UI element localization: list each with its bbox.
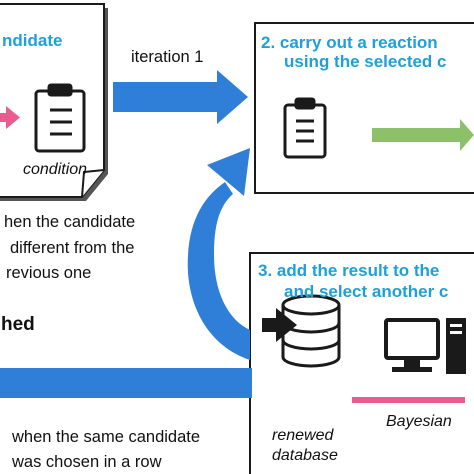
pink-arrow-icon xyxy=(0,106,20,129)
green-arrow xyxy=(372,119,474,151)
database-icon xyxy=(281,294,341,368)
bayesian-caption: Bayesian xyxy=(386,413,452,430)
step3-title-line1: 3. add the result to the xyxy=(258,261,440,280)
database-caption-line1: renewed xyxy=(272,427,334,444)
step3-box xyxy=(249,252,474,474)
input-arrow-icon xyxy=(262,308,297,342)
different-candidate-line2: different from the xyxy=(10,239,135,257)
loop-arrow xyxy=(187,148,250,360)
step3-title-line2: and select another c xyxy=(284,282,449,301)
step2-box xyxy=(254,22,474,194)
step1-box xyxy=(0,3,108,201)
step1-doc-caption: condition xyxy=(23,161,88,178)
database-caption-line2: database xyxy=(272,447,338,464)
same-candidate-line1: when the same candidate xyxy=(12,428,201,446)
pink-connector xyxy=(352,397,465,403)
step2-title-line2: using the selected c xyxy=(284,52,447,71)
different-candidate-line3: revious one xyxy=(6,264,92,282)
iteration-label: iteration 1 xyxy=(131,48,204,66)
same-candidate-arrow xyxy=(0,368,252,398)
clipboard-icon xyxy=(34,83,86,153)
step2-title-line1: 2. carry out a reaction xyxy=(261,33,438,52)
step1-title: ndidate xyxy=(2,31,63,50)
finished-label: hed xyxy=(1,314,35,335)
computer-icon xyxy=(384,318,466,374)
iteration-arrow xyxy=(113,70,248,124)
different-candidate-line1: hen the candidate xyxy=(4,213,136,231)
clipboard-icon xyxy=(283,97,327,159)
same-candidate-line2: was chosen in a row xyxy=(12,453,162,471)
